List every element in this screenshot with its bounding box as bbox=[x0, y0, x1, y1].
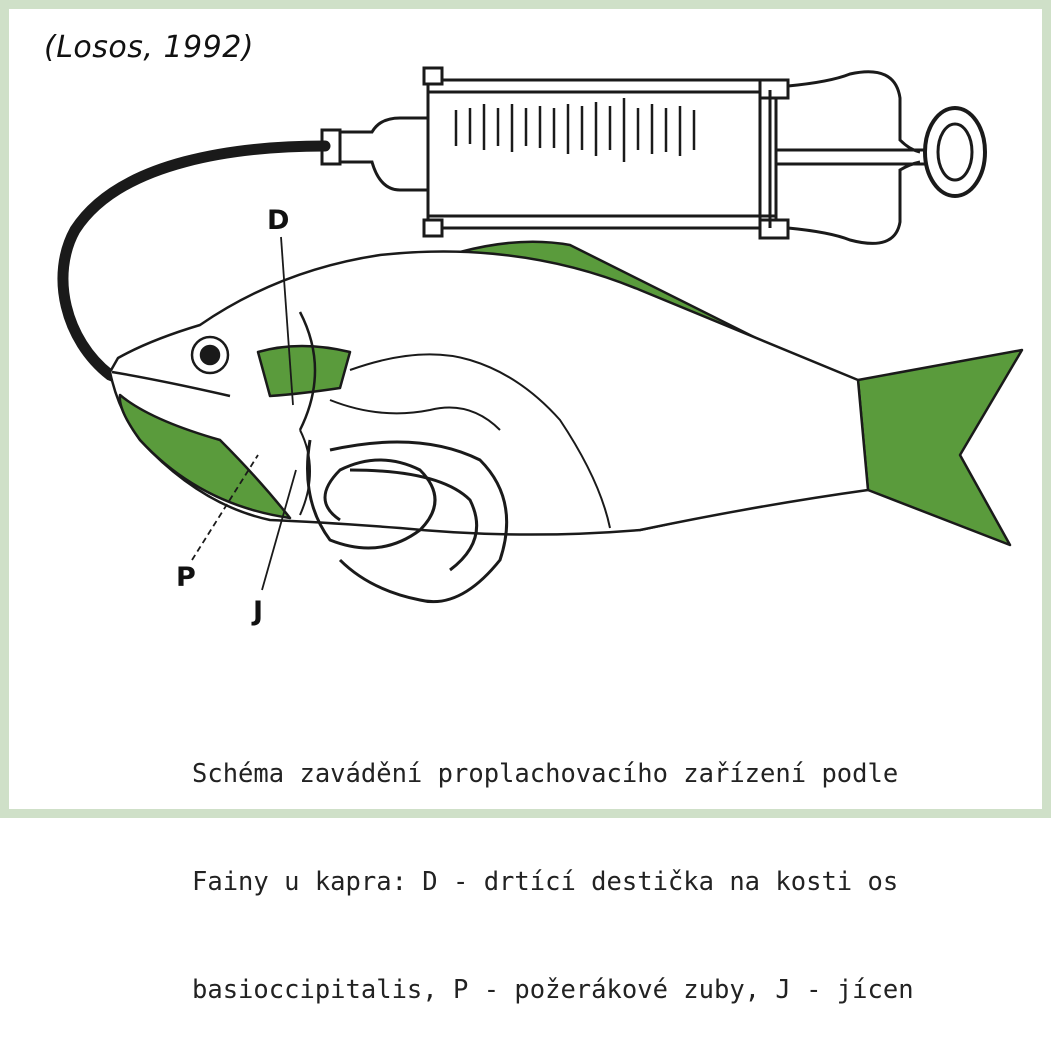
label-j: J bbox=[253, 596, 263, 627]
caption-line-1: Schéma zavádění proplachovacího zařízení… bbox=[192, 756, 1042, 792]
syringe bbox=[322, 68, 985, 243]
figure-caption: Schéma zavádění proplachovacího zařízení… bbox=[192, 684, 1042, 1044]
caption-line-3: basioccipitalis, P - požerákové zuby, J … bbox=[192, 972, 1042, 1008]
syringe-barrel bbox=[428, 80, 776, 228]
syringe-ring bbox=[925, 108, 985, 196]
tail-fin bbox=[858, 350, 1022, 545]
label-p: P bbox=[176, 562, 196, 593]
label-d: D bbox=[267, 205, 289, 236]
caption-line-2: Fainy u kapra: D - drtící destička na ko… bbox=[192, 864, 1042, 900]
fish bbox=[110, 242, 1022, 602]
